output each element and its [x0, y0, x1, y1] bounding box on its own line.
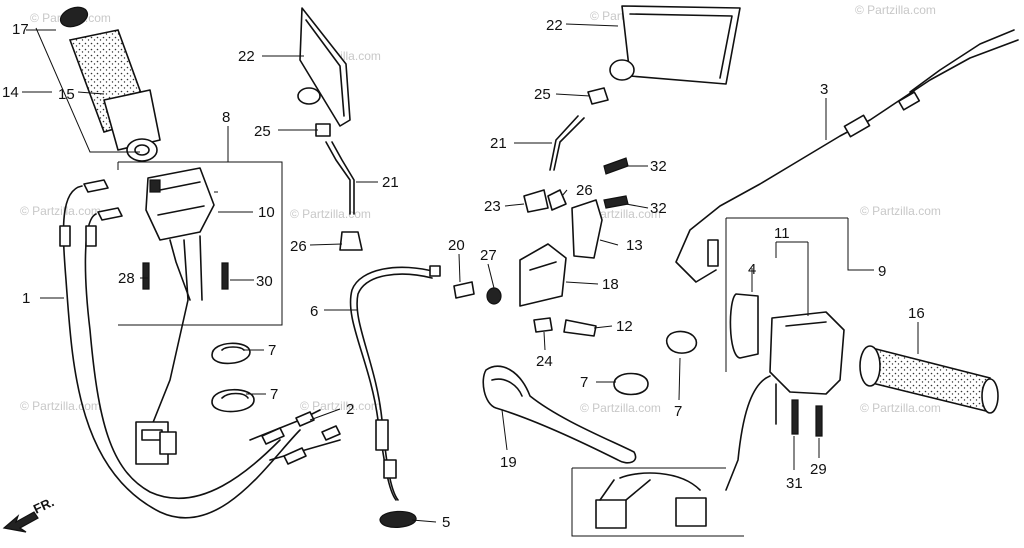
brake-lever	[482, 365, 637, 464]
callout-32a: 32	[650, 158, 667, 175]
callout-15: 15	[58, 86, 75, 103]
callout-12: 12	[616, 318, 633, 335]
callout-18: 18	[602, 276, 619, 293]
left-grip	[59, 6, 161, 162]
callout-5: 5	[442, 514, 450, 531]
group-box	[118, 161, 283, 326]
callout-6: 6	[310, 303, 318, 320]
callout-3: 3	[820, 81, 828, 98]
arrow-icon	[2, 511, 39, 533]
callout-1: 1	[22, 290, 30, 307]
left-switch	[135, 167, 229, 465]
watermark: © Partzilla.com	[300, 399, 381, 413]
callout-10: 10	[258, 204, 275, 221]
callout-30: 30	[256, 273, 273, 290]
watermark: © Partzilla.com	[20, 399, 101, 413]
right-grip	[859, 345, 999, 414]
right-switch	[725, 217, 848, 491]
bolts-32	[603, 157, 629, 209]
callout-29: 29	[810, 461, 827, 478]
callout-25a: 25	[254, 123, 271, 140]
callout-4: 4	[748, 261, 756, 278]
callout-14: 14	[2, 84, 19, 101]
bolt-23	[523, 189, 549, 213]
watermark: © Partzilla.com	[20, 204, 101, 218]
watermark: © Partzilla.com	[860, 401, 941, 415]
callout-21a: 21	[382, 174, 399, 191]
callout-32b: 32	[650, 200, 667, 217]
clamps-left	[211, 342, 255, 413]
right-mirror	[549, 5, 741, 171]
callout-22b: 22	[546, 17, 563, 34]
callout-13: 13	[626, 237, 643, 254]
callout-31: 31	[786, 475, 803, 492]
callout-21b: 21	[490, 135, 507, 152]
front-label: FR.	[31, 494, 56, 516]
callout-11: 11	[774, 225, 790, 242]
callout-2: 2	[346, 401, 354, 418]
callout-28: 28	[118, 270, 135, 287]
harness	[571, 467, 744, 537]
watermark: © Partzilla.com	[580, 401, 661, 415]
callout-7a: 7	[268, 342, 276, 359]
front-indicator: FR.	[2, 494, 56, 533]
callout-22a: 22	[238, 48, 255, 65]
callout-8: 8	[222, 109, 230, 126]
callout-17: 17	[12, 21, 29, 38]
callout-23: 23	[484, 198, 501, 215]
nut-26	[547, 189, 567, 211]
callout-24: 24	[536, 353, 553, 370]
callout-7b: 7	[270, 386, 278, 403]
callout-19: 19	[500, 454, 517, 471]
callout-20: 20	[448, 237, 465, 254]
callout-25b: 25	[534, 86, 551, 103]
callout-9: 9	[878, 263, 886, 280]
callouts: 14 15 17 8 10 28 30 7 7 1 2 22 25 21 26 …	[2, 17, 925, 531]
throttle-cables	[249, 409, 341, 465]
leader-lines	[22, 23, 919, 523]
callout-26b: 26	[576, 182, 593, 199]
cable-3	[675, 29, 1019, 283]
callout-27: 27	[480, 247, 497, 264]
clamps-right	[613, 330, 697, 396]
left-mirror	[297, 7, 363, 251]
callout-7c: 7	[580, 374, 588, 391]
callout-7d: 7	[674, 403, 682, 420]
callout-16: 16	[908, 305, 925, 322]
watermark: © Partzilla.com	[860, 204, 941, 218]
watermark: © Partzilla.com	[855, 3, 936, 17]
brake-holder	[453, 199, 603, 337]
callout-26a: 26	[290, 238, 307, 255]
boot-5	[379, 510, 417, 528]
clutch-cable	[59, 179, 301, 519]
watermark: © Partzilla.com	[290, 207, 371, 221]
cable-6	[349, 265, 441, 501]
